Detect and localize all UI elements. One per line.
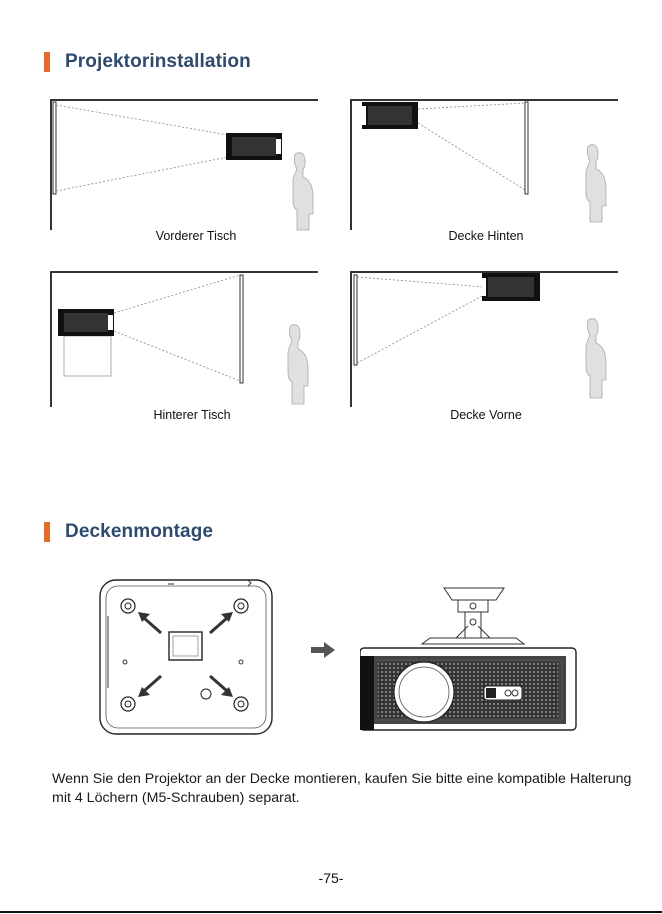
caption-front-table: Vorderer Tisch <box>86 229 306 243</box>
accent-bar <box>44 52 50 72</box>
arrow-right-icon <box>311 642 335 658</box>
section-heading: Deckenmontage <box>65 521 213 543</box>
caption-ceiling-front: Decke Vorne <box>376 408 596 422</box>
mount-note: Wenn Sie den Projektor an der Decke mont… <box>52 770 632 808</box>
caption-rear-table: Hinterer Tisch <box>82 408 302 422</box>
section-title-installation: Projektorinstallation <box>44 51 251 73</box>
projector-bottom-view <box>98 576 276 738</box>
diagram-ceiling-front <box>350 269 620 409</box>
caption-ceiling-rear: Decke Hinten <box>376 229 596 243</box>
section-heading: Projektorinstallation <box>65 51 251 73</box>
diagram-front-table <box>50 97 320 232</box>
mounting-hole <box>121 599 135 613</box>
bottom-rule <box>0 911 662 913</box>
accent-bar <box>44 522 50 542</box>
projector-mounted-illustration <box>360 578 580 738</box>
mounting-hole <box>121 697 135 711</box>
diagram-rear-table <box>50 269 320 409</box>
diagram-ceiling-rear <box>350 97 620 232</box>
mounting-hole <box>234 697 248 711</box>
mounting-hole <box>234 599 248 613</box>
section-title-mounting: Deckenmontage <box>44 521 213 543</box>
page-number: -75- <box>0 870 662 886</box>
